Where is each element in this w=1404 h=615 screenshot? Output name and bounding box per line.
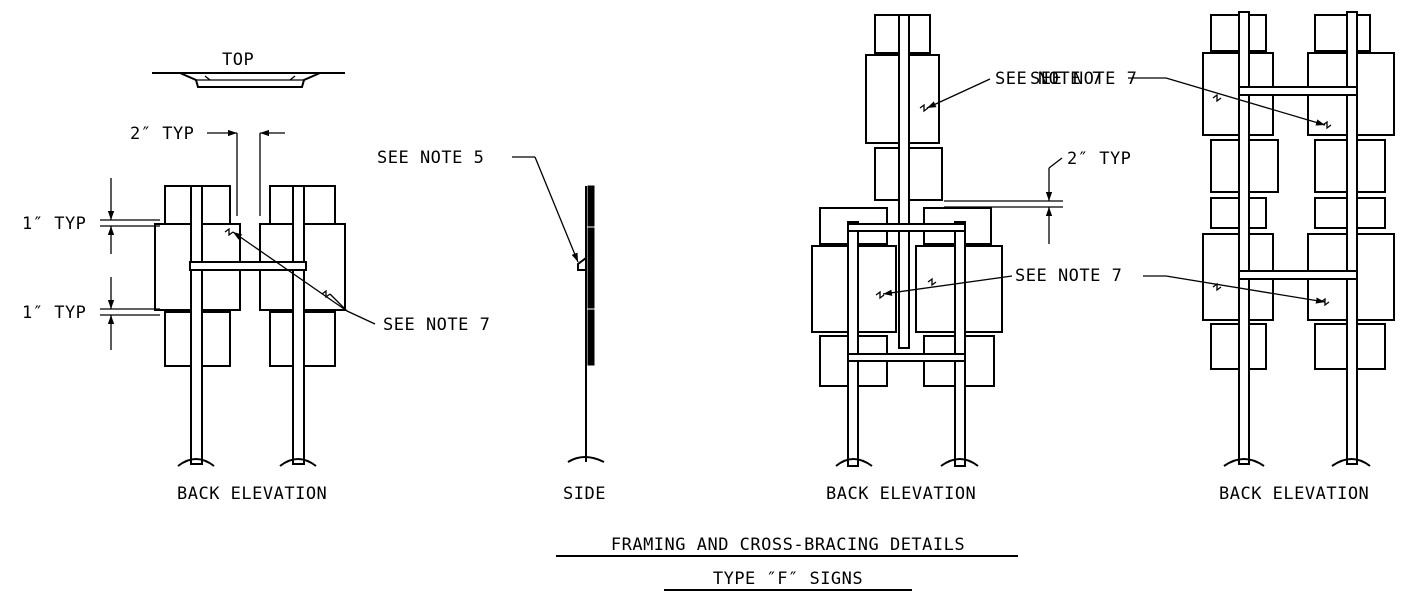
see-note-7-label-a: SEE NOTE 7 xyxy=(383,315,490,335)
drawing-title: FRAMING AND CROSS-BRACING DETAILS TYPE ″… xyxy=(556,535,1018,591)
back-elevation-label-1: BACK ELEVATION xyxy=(177,484,327,504)
see-note-7-label-d: SEE NOTE 7 xyxy=(1030,69,1137,89)
see-note-7-label-b: SEE NOTE 7 xyxy=(995,69,1102,89)
top-label: TOP xyxy=(222,50,254,70)
side-label: SIDE xyxy=(563,484,606,504)
title-line-1: FRAMING AND CROSS-BRACING DETAILS xyxy=(611,535,965,555)
back-elevation-1: 2″ TYP 1″ TYP 1″ TYP SEE NOTE 7 BACK ELE… xyxy=(22,124,490,504)
dim-2in-typ-label-b: 2″ TYP xyxy=(1067,149,1131,169)
dim-1in-typ-label-b: 1″ TYP xyxy=(22,303,86,323)
back-elevation-label-2: BACK ELEVATION xyxy=(826,484,976,504)
back-elevation-label-3: BACK ELEVATION xyxy=(1219,484,1369,504)
dim-2in-typ-label-a: 2″ TYP xyxy=(130,124,194,144)
back-elevation-3: SEE NOTE 7 BACK ELEVATION xyxy=(1030,11,1395,504)
back-elevation-2: 2″ TYP SEE NOTE 7 SEE NOTE 7 BACK ELEVAT… xyxy=(811,14,1131,504)
dim-1in-typ-label-a: 1″ TYP xyxy=(22,214,86,234)
see-note-5-label: SEE NOTE 5 xyxy=(377,148,484,168)
top-view: TOP xyxy=(152,50,345,88)
title-line-2: TYPE ″F″ SIGNS xyxy=(713,569,863,589)
see-note-7-label-c: SEE NOTE 7 xyxy=(1015,266,1122,286)
side-view: SEE NOTE 5 SIDE xyxy=(377,148,606,504)
